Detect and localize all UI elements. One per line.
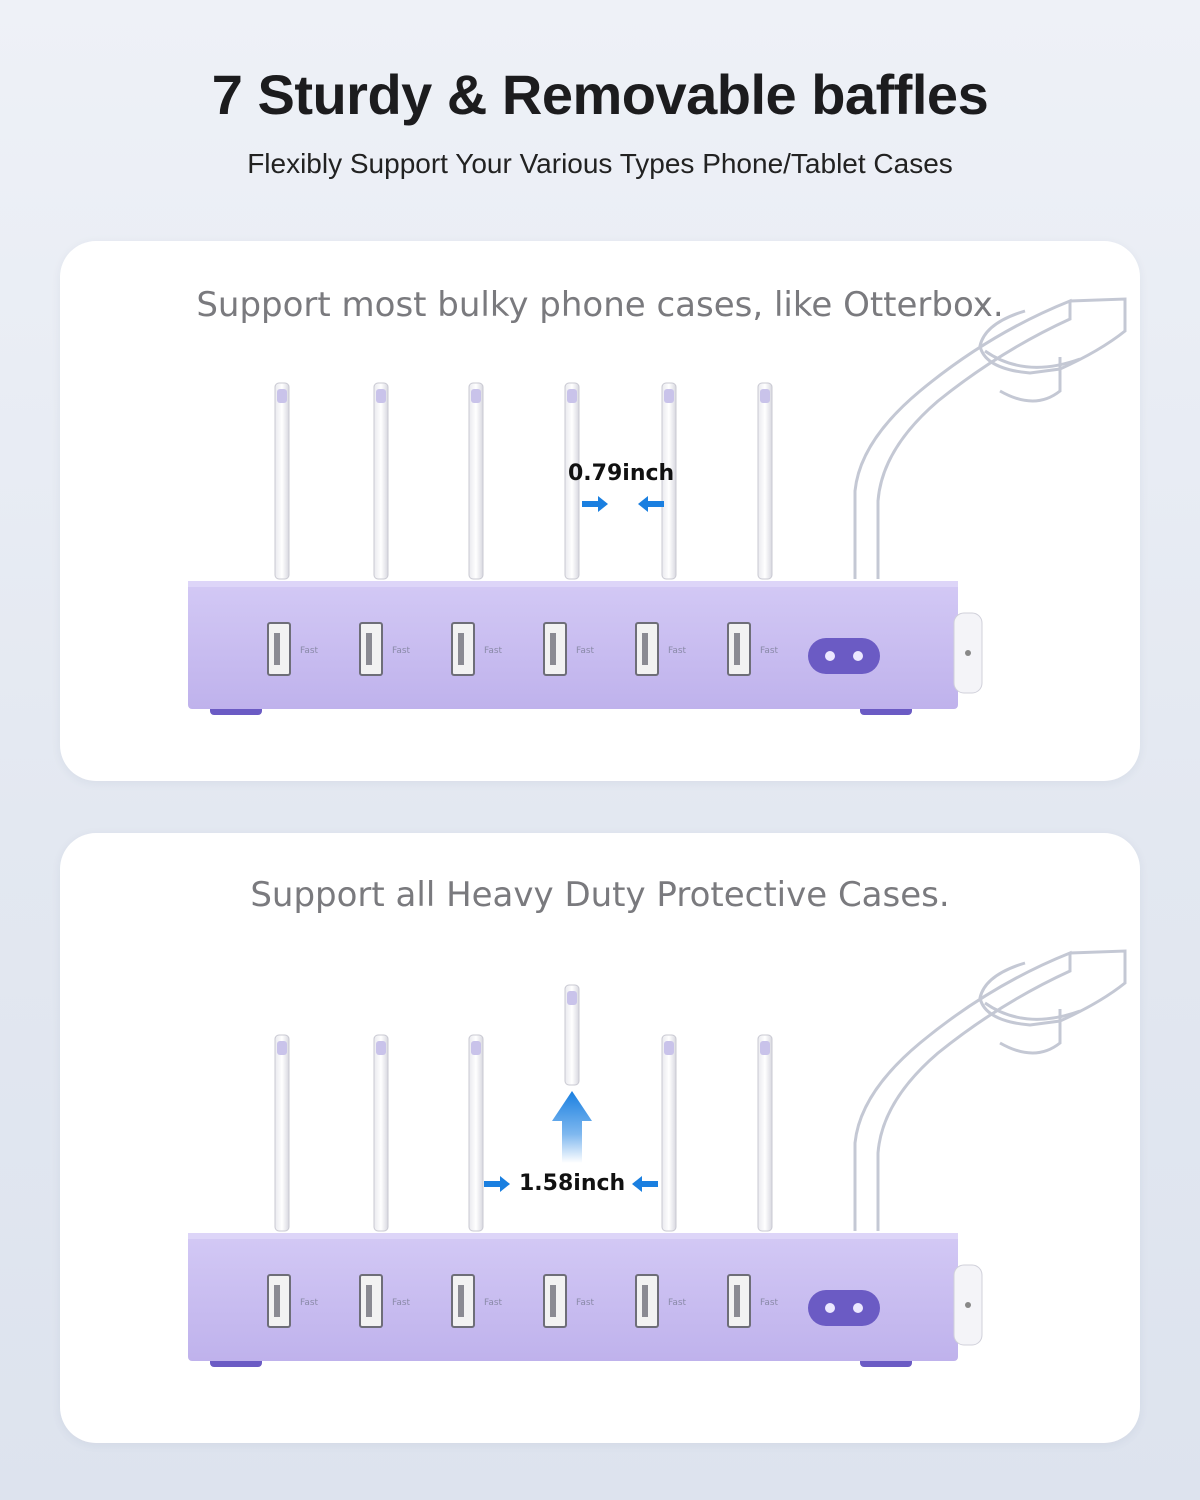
baffle-row [274,382,773,580]
port-fast-label: Fast [484,646,503,656]
page-title: 7 Sturdy & Removable baffles [211,63,989,126]
power-socket-icon [808,1290,880,1326]
station-base [188,581,983,715]
baffle [274,382,290,580]
baffle [468,382,484,580]
bulky-case-panel: Support most bulky phone cases, like Ott… [60,241,1140,781]
usb-port: Fast [267,622,319,676]
baffle-removed [564,984,580,1086]
gap-measurement: 0.79inch [568,461,675,486]
usb-port: Fast [359,622,411,676]
usb-port: Fast [727,1274,779,1328]
baffle [564,382,580,580]
gap-measurement: 1.58inch [519,1171,626,1196]
usb-port: Fast [727,622,779,676]
usb-port: Fast [543,1274,595,1328]
width-arrow-right [632,1176,658,1192]
port-fast-label: Fast [668,646,687,656]
baffle-row [274,984,773,1232]
usb-port: Fast [451,622,503,676]
usb-ports: Fast Fast Fast Fast Fast Fast [267,622,779,676]
charging-station-illustration: Fast Fast Fast Fast Fast Fast [188,949,1127,1367]
tablet-holder [853,297,1127,579]
usb-port: Fast [451,1274,503,1328]
baffle [373,1034,389,1232]
usb-port: Fast [635,1274,687,1328]
width-arrow-right [638,496,664,512]
port-fast-label: Fast [760,1298,779,1308]
usb-port: Fast [543,622,595,676]
baffle [373,382,389,580]
tablet-holder [853,949,1127,1231]
usb-port: Fast [635,622,687,676]
usb-port: Fast [267,1274,319,1328]
baffle [757,1034,773,1232]
port-fast-label: Fast [760,646,779,656]
panel-caption: Support most bulky phone cases, like Ott… [196,285,1004,325]
port-fast-label: Fast [300,1298,319,1308]
charging-station-illustration: Fast Fast Fast Fast Fast Fast [188,297,1127,715]
baffle [274,1034,290,1232]
port-fast-label: Fast [576,646,595,656]
port-fast-label: Fast [484,1298,503,1308]
power-socket-icon [808,638,880,674]
width-arrow-left [582,496,608,512]
lift-up-arrow-icon [552,1091,592,1163]
heavy-duty-case-panel: Support all Heavy Duty Protective Cases. [60,833,1140,1443]
port-fast-label: Fast [576,1298,595,1308]
station-base [188,1233,983,1367]
baffle [661,382,677,580]
port-fast-label: Fast [392,1298,411,1308]
baffle [468,1034,484,1232]
width-arrow-left [484,1176,510,1192]
panel-caption: Support all Heavy Duty Protective Cases. [250,875,950,915]
usb-port: Fast [359,1274,411,1328]
baffle [757,382,773,580]
page-subtitle: Flexibly Support Your Various Types Phon… [247,148,953,179]
port-fast-label: Fast [668,1298,687,1308]
baffle [661,1034,677,1232]
port-fast-label: Fast [392,646,411,656]
usb-ports: Fast Fast Fast Fast Fast Fast [267,1274,779,1328]
port-fast-label: Fast [300,646,319,656]
